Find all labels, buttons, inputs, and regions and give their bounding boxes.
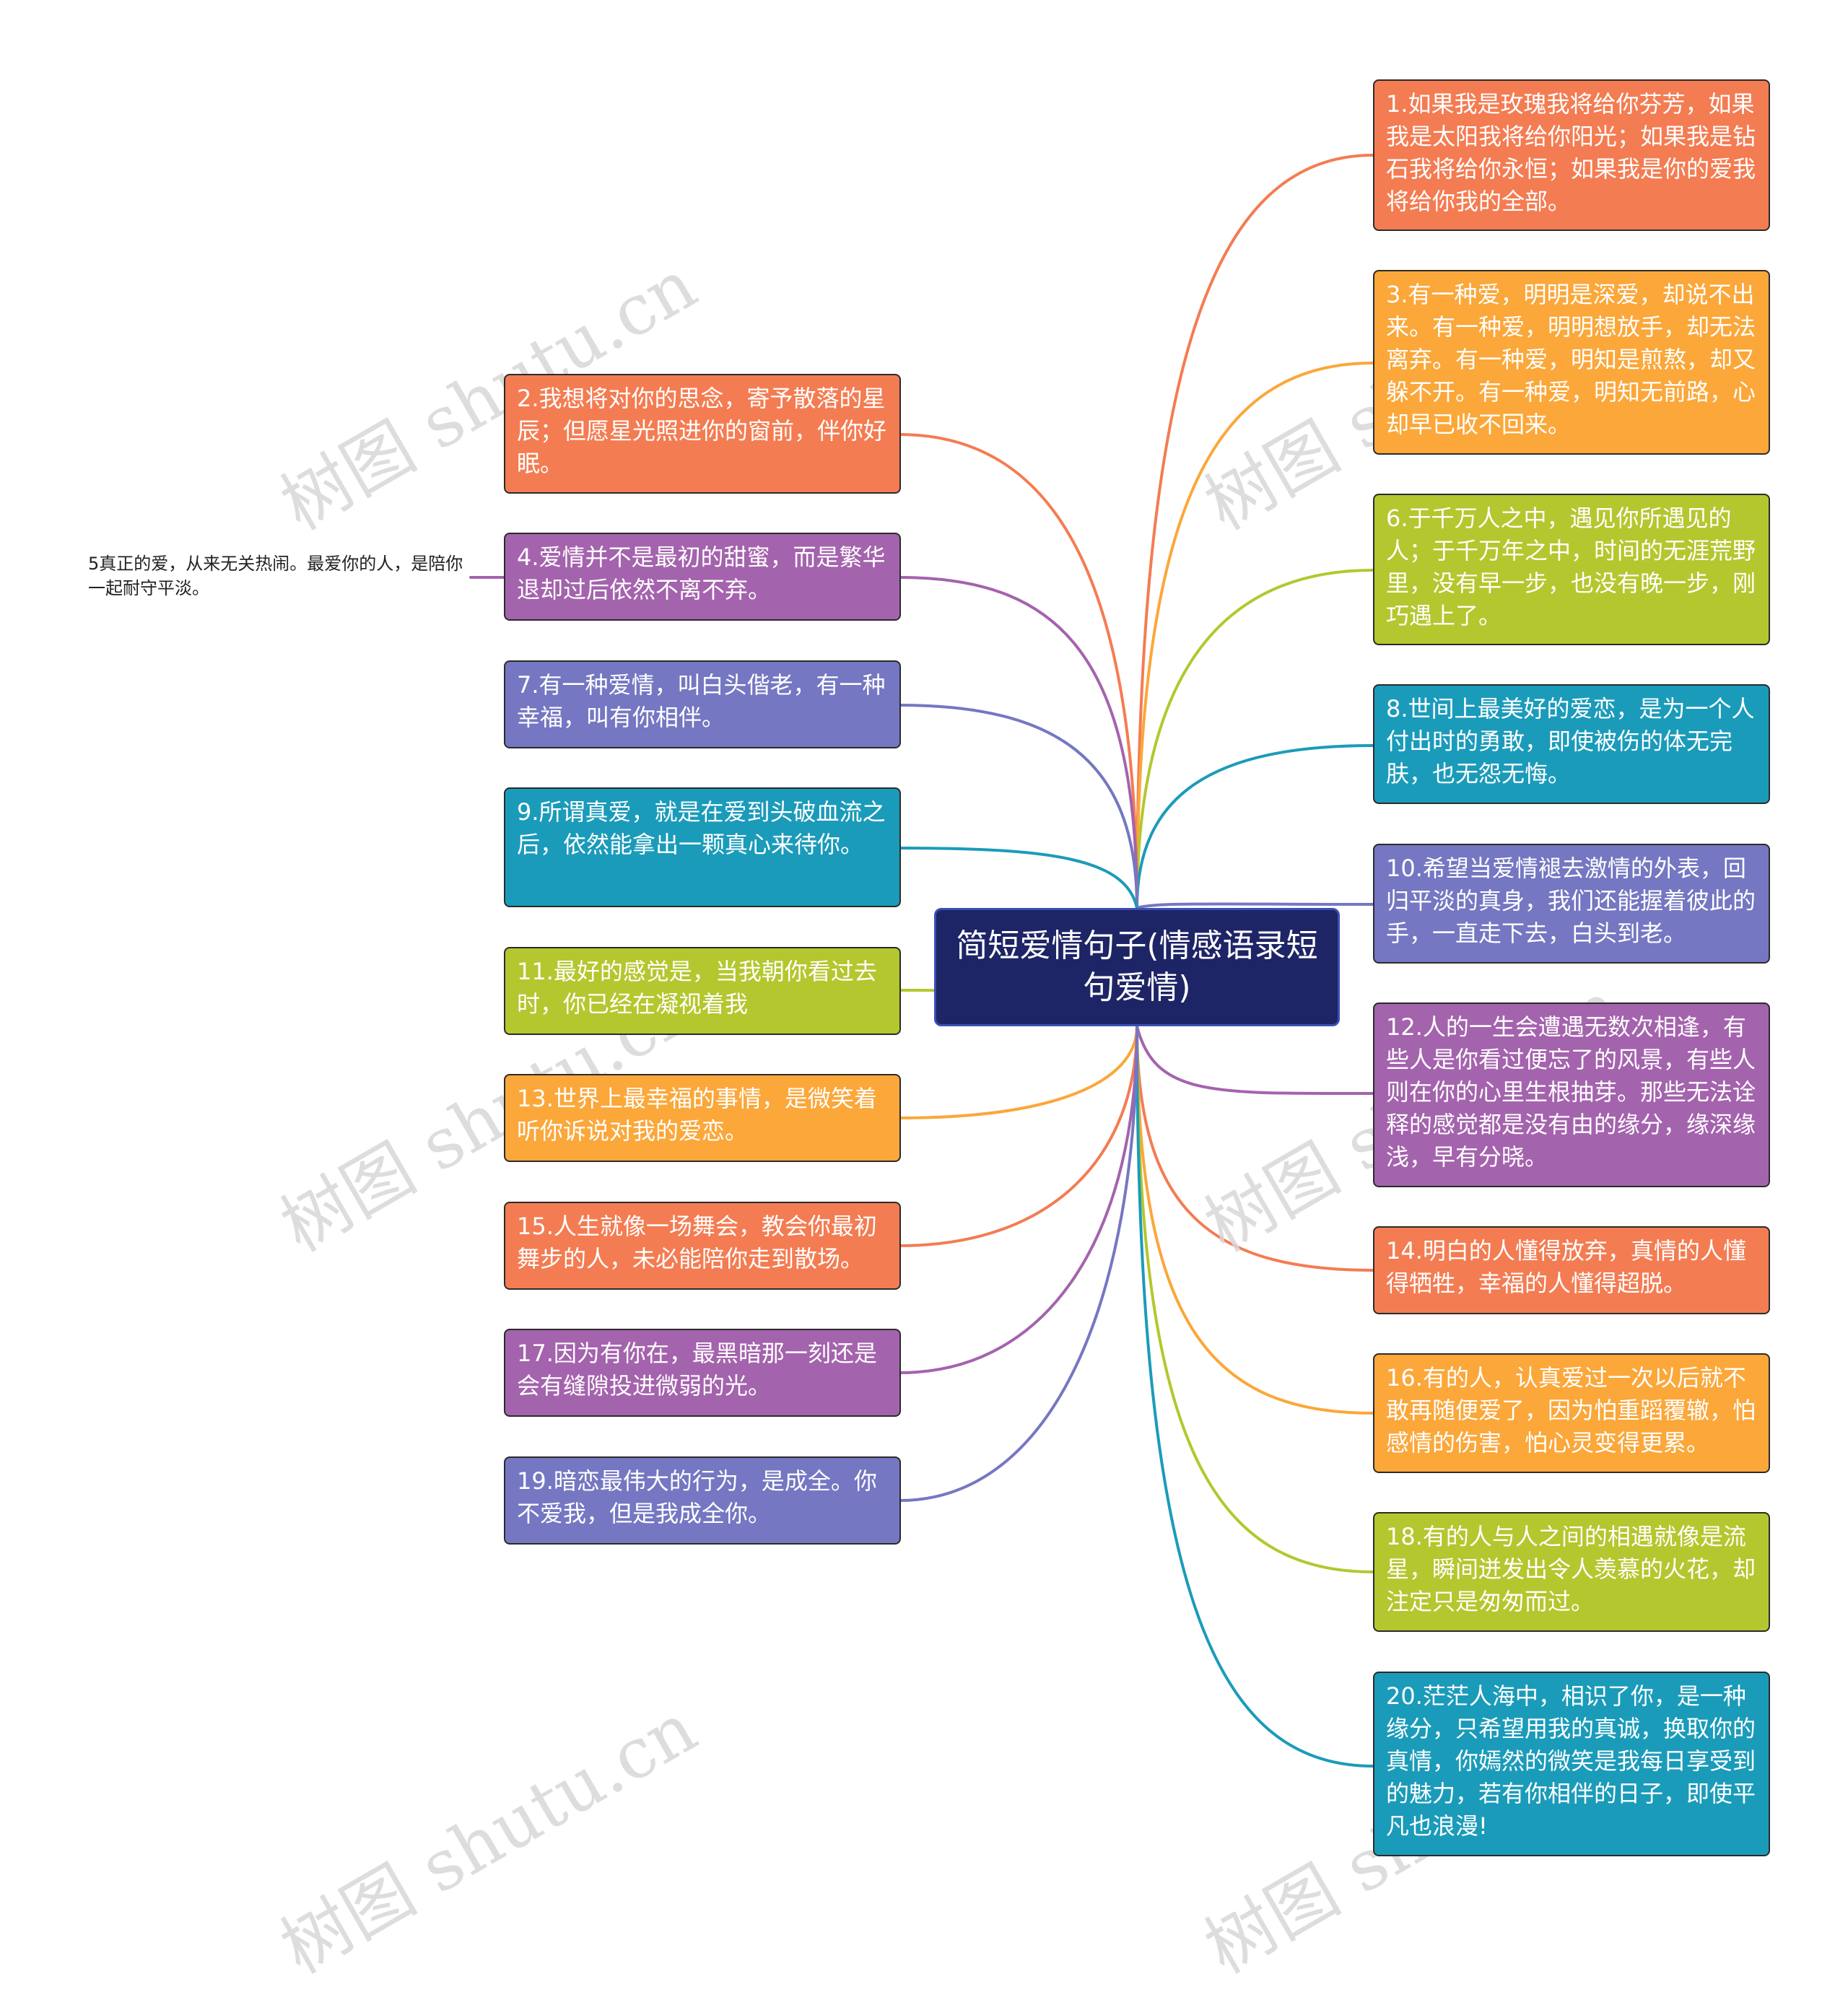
topic-node-2[interactable]: 2.我想将对你的思念，寄予散落的星辰；但愿星光照进你的窗前，伴你好眠。 [504, 374, 901, 494]
link-n12 [1136, 1025, 1374, 1096]
topic-node-16[interactable]: 16.有的人，认真爱过一次以后就不敢再随便爱了，因为怕重蹈覆辙，怕感情的伤害，怕… [1373, 1353, 1770, 1473]
link-n1 [1136, 154, 1374, 909]
link-n7 [898, 704, 1138, 909]
link-n14 [1136, 1025, 1374, 1272]
topic-node-1[interactable]: 1.如果我是玫瑰我将给你芬芳，如果我是太阳我将给你阳光；如果我是钻石我将给你永恒… [1373, 79, 1770, 231]
link-n9 [898, 847, 1138, 909]
link-n8 [1136, 744, 1374, 909]
topic-node-18[interactable]: 18.有的人与人之间的相遇就像是流星，瞬间迸发出令人羡慕的火花，却注定只是匆匆而… [1373, 1512, 1770, 1632]
link-n6 [1136, 569, 1374, 909]
link-n20 [1136, 1025, 1374, 1768]
topic-node-11[interactable]: 11.最好的感觉是，当我朝你看过去时，你已经在凝视着我 [504, 947, 901, 1035]
link-n2 [898, 433, 1138, 909]
topic-node-13[interactable]: 13.世界上最幸福的事情，是微笑着听你诉说对我的爱恋。 [504, 1074, 901, 1162]
topic-node-7[interactable]: 7.有一种爱情，叫白头偕老，有一种幸福，叫有你相伴。 [504, 660, 901, 748]
link-n16 [1136, 1025, 1374, 1415]
topic-node-14[interactable]: 14.明白的人懂得放弃，真情的人懂得牺牲，幸福的人懂得超脱。 [1373, 1226, 1770, 1314]
link-n4 [898, 576, 1138, 909]
link-n15 [898, 1025, 1138, 1247]
central-topic-label: 简短爱情句子(情感语录短句爱情) [956, 927, 1318, 1006]
topic-node-19[interactable]: 19.暗恋最伟大的行为，是成全。你不爱我，但是我成全你。 [504, 1456, 901, 1545]
topic-node-20[interactable]: 20.茫茫人海中，相识了你，是一种缘分，只希望用我的真诚，换取你的真情，你嫣然的… [1373, 1672, 1770, 1856]
topic-node-9[interactable]: 9.所谓真爱，就是在爱到头破血流之后，依然能拿出一颗真心来待你。 [504, 787, 901, 907]
link-n19 [898, 1025, 1138, 1502]
central-topic[interactable]: 简短爱情句子(情感语录短句爱情) [934, 908, 1340, 1026]
topic-node-6[interactable]: 6.于千万人之中，遇见你所遇见的人；于千万年之中，时间的无涯荒野里，没有早一步，… [1373, 494, 1770, 645]
link-n3 [1136, 362, 1374, 909]
link-n17 [898, 1025, 1138, 1374]
topic-node-17[interactable]: 17.因为有你在，最黑暗那一刻还是会有缝隙投进微弱的光。 [504, 1329, 901, 1417]
topic-node-3[interactable]: 3.有一种爱，明明是深爱，却说不出来。有一种爱，明明想放手，却无法离弃。有一种爱… [1373, 270, 1770, 455]
connector-lines [469, 154, 1374, 1768]
topic-node-10[interactable]: 10.希望当爱情褪去激情的外表，回归平淡的真身，我们还能握着彼此的手，一直走下去… [1373, 844, 1770, 964]
topic-node-8[interactable]: 8.世间上最美好的爱恋，是为一个人付出时的勇敢，即使被伤的体无完肤，也无怨无悔。 [1373, 684, 1770, 804]
link-n10 [1136, 902, 1374, 909]
link-n18 [1136, 1025, 1374, 1573]
topic-node-15[interactable]: 15.人生就像一场舞会，教会你最初舞步的人，未必能陪你走到散场。 [504, 1202, 901, 1290]
link-n13 [898, 1025, 1138, 1119]
topic-node-4[interactable]: 4.爱情并不是最初的甜蜜，而是繁华退却过后依然不离不弃。 [504, 533, 901, 621]
subtopic-node-5[interactable]: 5真正的爱，从来无关热闹。最爱你的人，是陪你一起耐守平淡。 [88, 554, 463, 598]
topic-node-12[interactable]: 12.人的一生会遭遇无数次相逢，有些人是你看过便忘了的风景，有些人则在你的心里生… [1373, 1002, 1770, 1187]
